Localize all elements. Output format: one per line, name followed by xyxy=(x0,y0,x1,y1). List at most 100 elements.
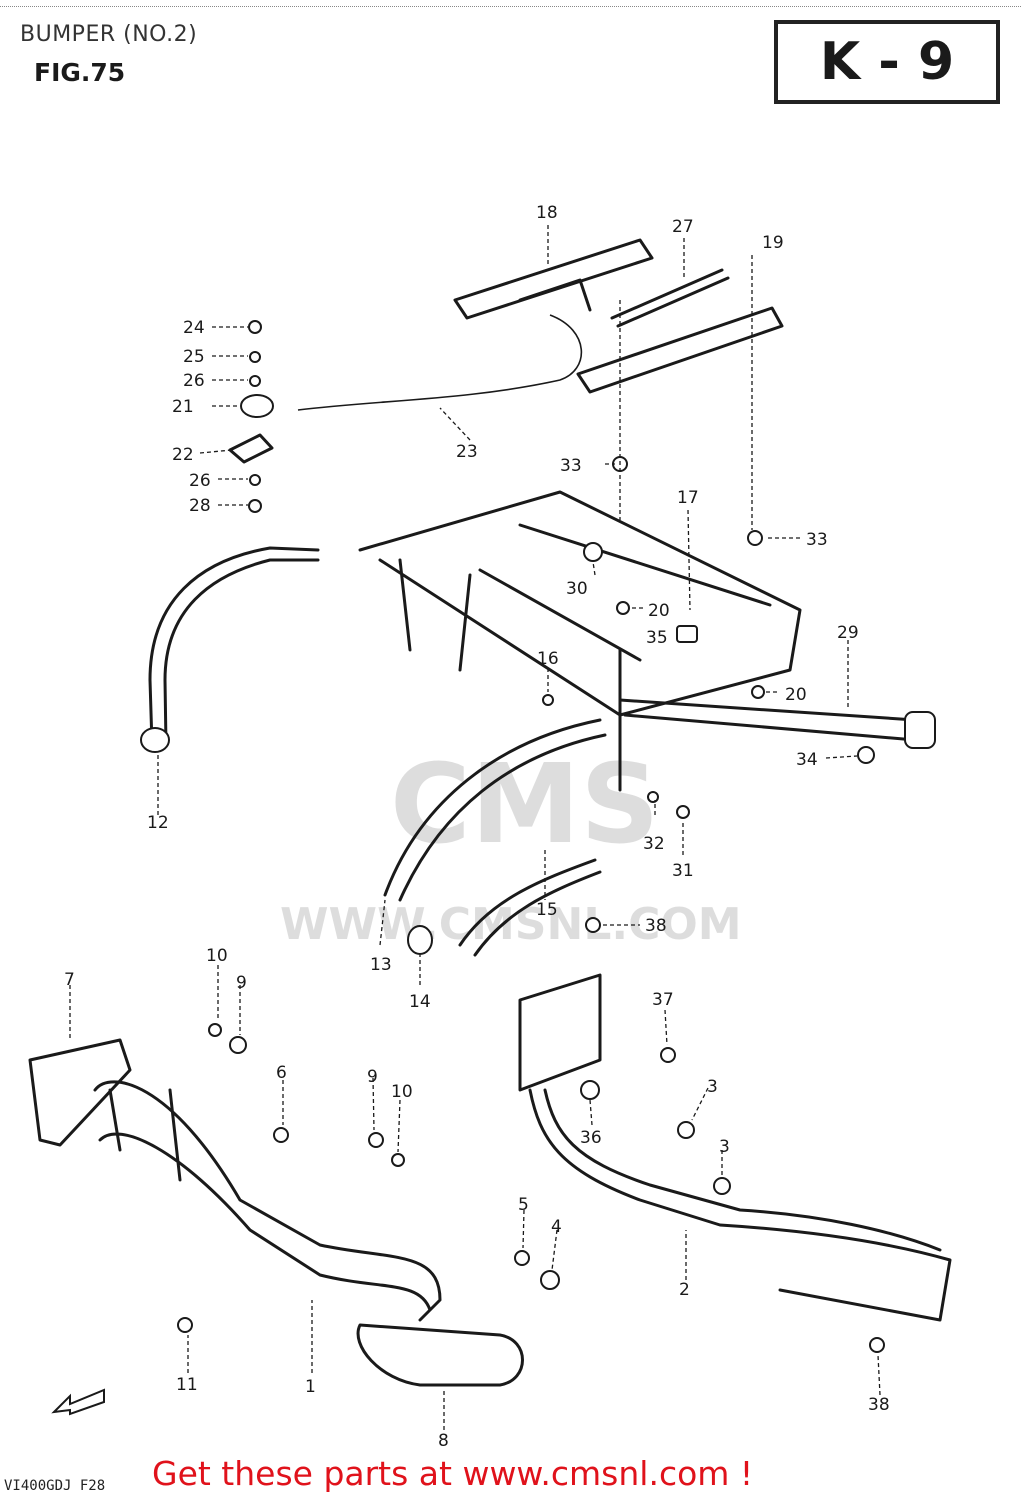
part-26b-washer[interactable] xyxy=(249,474,261,486)
cta-link[interactable]: Get these parts at www.cmsnl.com ! xyxy=(152,1454,754,1493)
page-code: K - 9 xyxy=(819,32,955,92)
label-36: 36 xyxy=(580,1128,602,1148)
part-6-bolt[interactable] xyxy=(273,1127,289,1143)
part-28-nut[interactable] xyxy=(248,499,262,513)
label-11: 11 xyxy=(176,1375,198,1395)
label-23: 23 xyxy=(456,442,478,462)
label-10b: 10 xyxy=(391,1082,413,1102)
exploded-parts-diagram: 1 2 3 3 4 5 6 7 8 9 9 10 10 11 12 13 14 … xyxy=(0,120,1021,1450)
part-8-pad[interactable] xyxy=(356,1323,524,1387)
part-4-bolt[interactable] xyxy=(540,1270,560,1290)
label-16: 16 xyxy=(537,649,559,669)
part-5-washer[interactable] xyxy=(514,1250,530,1266)
part-24-bolt[interactable] xyxy=(248,320,262,334)
part-10b-nut[interactable] xyxy=(391,1153,405,1167)
label-24: 24 xyxy=(183,318,205,338)
label-37: 37 xyxy=(652,990,674,1010)
label-28: 28 xyxy=(189,496,211,516)
label-38a: 38 xyxy=(645,916,667,936)
part-21-knob[interactable] xyxy=(240,394,274,418)
label-3a: 3 xyxy=(707,1077,718,1097)
label-27: 27 xyxy=(672,217,694,237)
label-35: 35 xyxy=(646,628,668,648)
part-15-tube[interactable] xyxy=(458,858,602,957)
label-33a: 33 xyxy=(560,456,582,476)
part-2-bumper[interactable] xyxy=(518,973,952,1322)
part-29-tube[interactable] xyxy=(618,698,917,742)
leader-lines xyxy=(69,225,881,1430)
figure-label: FIG.75 xyxy=(34,58,126,87)
label-4: 4 xyxy=(551,1217,562,1237)
label-29: 29 xyxy=(837,623,859,643)
top-dotted-rule xyxy=(0,6,1021,7)
part-14-cap[interactable] xyxy=(407,925,433,955)
label-25: 25 xyxy=(183,347,205,367)
label-20b: 20 xyxy=(785,685,807,705)
part-17-carrier-frame[interactable] xyxy=(358,490,802,792)
part-34-nut[interactable] xyxy=(857,746,875,764)
label-13: 13 xyxy=(370,955,392,975)
label-9b: 9 xyxy=(367,1067,378,1087)
label-26b: 26 xyxy=(189,471,211,491)
label-3b: 3 xyxy=(719,1137,730,1157)
label-10a: 10 xyxy=(206,946,228,966)
label-26a: 26 xyxy=(183,371,205,391)
part-3b-nut[interactable] xyxy=(713,1177,731,1195)
part-23-cable[interactable] xyxy=(297,314,583,411)
part-9-bolt[interactable] xyxy=(229,1036,247,1054)
part-12-side-rail[interactable] xyxy=(148,546,320,747)
page-code-box: K - 9 xyxy=(774,20,1000,104)
part-18-rail-bracket[interactable] xyxy=(453,238,654,320)
part-20a-nut[interactable] xyxy=(616,601,630,615)
model-code: VI400GDJ F28 xyxy=(4,1478,106,1494)
part-12-end[interactable] xyxy=(140,727,170,753)
part-26-washer[interactable] xyxy=(249,375,261,387)
forward-arrow-icon xyxy=(50,1380,110,1424)
part-20b-nut[interactable] xyxy=(751,685,765,699)
part-30-cap[interactable] xyxy=(583,542,603,562)
part-25-washer[interactable] xyxy=(249,351,261,363)
label-21: 21 xyxy=(172,397,194,417)
part-1-bumper[interactable] xyxy=(93,1080,442,1322)
part-36-nut[interactable] xyxy=(580,1080,600,1100)
part-19-rail[interactable] xyxy=(576,306,784,394)
label-33b: 33 xyxy=(806,530,828,550)
label-1: 1 xyxy=(305,1377,316,1397)
label-30: 30 xyxy=(566,579,588,599)
label-20a: 20 xyxy=(648,601,670,621)
label-12: 12 xyxy=(147,813,169,833)
part-11-bolt[interactable] xyxy=(177,1317,193,1333)
part-37-nut[interactable] xyxy=(660,1047,676,1063)
part-38b-bolt[interactable] xyxy=(869,1337,885,1353)
label-18: 18 xyxy=(536,203,558,223)
label-2: 2 xyxy=(679,1280,690,1300)
label-5: 5 xyxy=(518,1195,529,1215)
part-33b-washer[interactable] xyxy=(747,530,763,546)
label-7: 7 xyxy=(64,970,75,990)
label-8: 8 xyxy=(438,1431,449,1450)
label-14: 14 xyxy=(409,992,431,1012)
part-27-spring[interactable] xyxy=(610,268,730,328)
part-9b-bolt[interactable] xyxy=(368,1132,384,1148)
part-38a-bolt[interactable] xyxy=(585,917,601,933)
part-16-bolt[interactable] xyxy=(542,694,554,706)
label-32: 32 xyxy=(643,834,665,854)
label-31: 31 xyxy=(672,861,694,881)
label-6: 6 xyxy=(276,1063,287,1083)
part-29-end[interactable] xyxy=(904,711,936,749)
label-9a: 9 xyxy=(236,973,247,993)
part-32-washer[interactable] xyxy=(647,791,659,803)
part-10-nut[interactable] xyxy=(208,1023,222,1037)
label-38b: 38 xyxy=(868,1395,890,1415)
part-35-clamp[interactable] xyxy=(676,625,698,643)
part-7-guard[interactable] xyxy=(28,1038,132,1147)
label-15: 15 xyxy=(536,900,558,920)
section-title: BUMPER (NO.2) xyxy=(20,22,198,47)
label-19: 19 xyxy=(762,233,784,253)
part-3a-nut[interactable] xyxy=(677,1121,695,1139)
part-31-bolt[interactable] xyxy=(676,805,690,819)
label-17: 17 xyxy=(677,488,699,508)
part-22-latch[interactable] xyxy=(228,433,274,464)
label-22: 22 xyxy=(172,445,194,465)
part-13-tube[interactable] xyxy=(383,718,607,902)
